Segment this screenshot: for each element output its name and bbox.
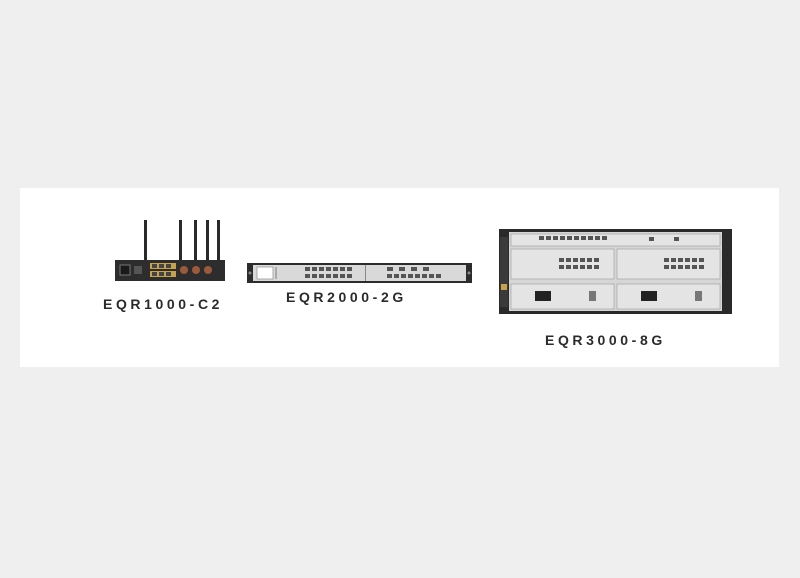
eqr1000-c2-label: EQR1000-C2 (103, 296, 224, 312)
router-with-antennas-icon (115, 220, 225, 281)
product-lineup-panel: EQR1000-C2 (20, 188, 779, 367)
eqr3000-8g-label: EQR3000-8G (545, 332, 666, 348)
eqr2000-2g-image (247, 262, 472, 284)
eqr2000-2g-label: EQR2000-2G (286, 289, 407, 305)
eqr3000-8g-image (499, 229, 732, 314)
1u-rack-router-icon (247, 263, 472, 283)
eqr1000-c2-image (114, 218, 226, 283)
4u-modular-chassis-icon (499, 229, 732, 314)
